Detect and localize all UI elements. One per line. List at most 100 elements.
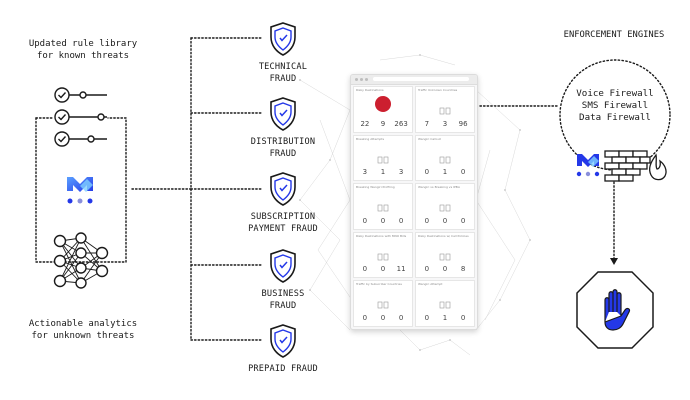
device-icon [439,197,451,212]
alert-icon [375,96,391,112]
device-icon [439,246,451,261]
fraud-label-line1: BUSINESS [261,289,305,299]
rule-list-icon [54,87,107,147]
tile-value: 3 [442,119,448,128]
dashboard-grid: Risky Destinations 22 9 263 Traffic Unknown … [353,86,475,327]
tile-value: 0 [424,216,430,225]
fraud-label-prepaid: PREPAID FRAUD [233,363,333,375]
tile-value: 96 [458,119,468,128]
tile-title: Breaking Wangiri Profiling [356,185,395,190]
fraud-label-distribution: DISTRIBUTION FRAUD [233,136,333,160]
tile-value: 3 [398,168,404,177]
tile-value: 8 [460,265,466,274]
device-icon [377,294,389,309]
tile-values: 0 1 0 [418,314,472,322]
tile-value: 0 [380,265,386,274]
firewall-icon [604,150,667,182]
tile-value: 0 [398,313,404,322]
tile-value: 0 [362,216,368,225]
device-icon [377,149,389,163]
device-icon [377,197,389,212]
engine-voice: Voice Firewall [576,88,654,99]
tile-value: 1 [442,313,448,322]
fraud-label-line1: DISTRIBUTION [250,137,316,147]
tile-value: 0 [460,216,466,225]
shield-icon-subscription [270,172,296,206]
fraud-label-line2: FRAUD [269,74,297,84]
tile-value: 0 [442,265,448,274]
fraud-label-subscription: SUBSCRIPTION PAYMENT FRAUD [233,211,333,235]
device-icon [377,246,389,261]
tile-value: 0 [380,313,386,322]
shield-icon-prepaid [270,324,296,358]
shield-icon-technical [270,22,296,56]
dashboard-tile: Traffic Unknown Countries 7 3 96 [415,86,475,133]
tile-title: Breaking Attempts [356,136,385,141]
tile-value: 263 [394,119,408,128]
tile-value: 0 [424,313,430,322]
brand-logo-small [576,154,600,177]
tile-value: 0 [442,216,448,225]
enforcement-circle [559,59,671,171]
tile-title: Wangiri vs Breaking vs IPBA [418,185,460,190]
fraud-label-line1: SUBSCRIPTION [250,212,316,222]
tile-value: 22 [360,119,370,128]
fraud-label-line2: FRAUD [269,149,297,159]
tile-value: 1 [442,168,448,177]
tile-title: Traffic Unknown Countries [418,88,458,92]
device-icon [439,294,451,309]
rule-library-caption: Updated rule library for known threats [8,38,158,62]
analytics-caption-line1: Actionable analytics [28,319,138,329]
tile-value: 0 [398,216,404,225]
device-icon [439,149,451,163]
stop-hand-icon [576,271,654,349]
tile-value: 7 [424,119,430,128]
tile-title: Risky Destinations w/ Call Policies [418,233,469,238]
tile-value: 0 [460,168,466,177]
neural-network-icon [53,232,109,289]
enforcement-title: ENFORCEMENT ENGINES [563,30,665,40]
tile-title: Traffic by Subscriber Countries [356,282,402,287]
fraud-label-business: BUSINESS FRAUD [233,288,333,312]
tile-values: 3 1 3 [356,168,410,176]
device-icon [439,100,451,115]
tile-values: 0 0 8 [418,265,472,273]
fraud-label-line1: TECHNICAL [258,62,308,72]
dashboard-tile: Breaking Attempts 3 1 3 [353,134,413,182]
fraud-label-line2: FRAUD [269,301,297,311]
fraud-label-line1: PREPAID FRAUD [248,364,318,374]
tile-value: 3 [362,168,368,177]
tile-value: 0 [460,313,466,322]
rule-library-caption-line1: Updated rule library [28,39,138,49]
brand-logo [67,177,93,204]
tile-value: 0 [424,265,430,274]
tile-values: 7 3 96 [418,120,472,128]
tile-values: 0 0 11 [356,265,410,273]
fraud-label-technical: TECHNICAL FRAUD [233,61,333,85]
tile-value: 9 [380,119,386,128]
analytics-caption: Actionable analytics for unknown threats [8,318,158,342]
engine-list: Voice Firewall SMS Firewall Data Firewal… [562,88,668,124]
tile-value: 0 [424,168,430,177]
tile-value: 1 [380,168,386,177]
dashboard-tile: Risky Destinations w/ Call Policies 0 0 8 [415,231,475,279]
shield-icon-business [270,249,296,283]
analytics-caption-line2: for unknown threats [31,331,135,341]
dashboard-tile: Wangiri vs Breaking vs IPBA 0 0 0 [415,183,475,230]
tile-title: Risky Destinations [356,88,384,92]
dashboard-tile: Risky Destinations 22 9 263 [353,86,413,133]
engine-data: Data Firewall [579,112,651,123]
tile-values: 22 9 263 [356,120,410,128]
tile-value: 11 [396,265,406,274]
rule-library-caption-line2: for known threats [36,51,130,61]
tile-value: 0 [362,265,368,274]
tile-values: 0 0 0 [418,217,472,225]
